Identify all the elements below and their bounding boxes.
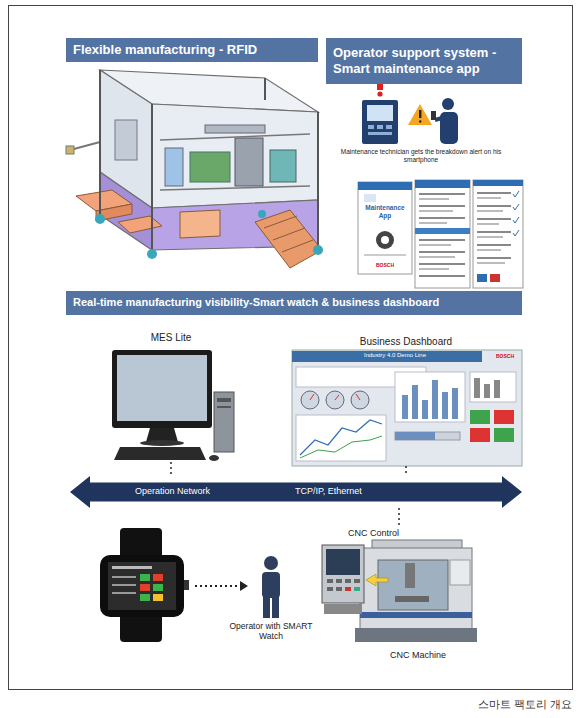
annotation-text: Maintenance technician gets the breakdow… — [338, 148, 504, 164]
brand-logo: BOSCH — [490, 353, 520, 359]
dotted-arrow — [195, 581, 248, 591]
node-heading: CNC Control — [348, 528, 438, 538]
node-heading: Business Dashboard — [290, 336, 522, 348]
node-text: Industry 4.0 Demo Line — [330, 352, 460, 359]
section-header: Operator support system - Smart maintena… — [326, 38, 522, 84]
operator: Operator with SMART Watch — [228, 550, 314, 645]
figure-frame — [9, 6, 573, 690]
person-icon — [262, 556, 280, 618]
section-header: Real-time manufacturing visibility-Smart… — [66, 291, 522, 315]
mes-computer: MES Lite — [108, 330, 234, 462]
dotted-connector — [170, 462, 172, 476]
dashboard-screen: Business DashboardIndustry 4.0 Demo Line — [290, 336, 522, 466]
network-arrow: Operation Network TCP/IP, Ethernet — [70, 476, 522, 508]
header-text: Flexible manufacturing - RFID — [73, 42, 257, 58]
dashboard-illustration — [292, 350, 522, 466]
node-heading: Operator with SMART Watch — [228, 622, 314, 642]
header-text: Operator support system - Smart maintena… — [333, 45, 515, 76]
app-screens — [358, 180, 523, 288]
double-arrow-shape — [70, 476, 522, 508]
node-text: CNC Machine — [358, 650, 478, 660]
dotted-connector — [398, 508, 400, 528]
cnc-illustration — [322, 540, 477, 642]
node-heading: Operation Network — [135, 486, 245, 496]
header-text: Real-time manufacturing visibility-Smart… — [73, 296, 439, 309]
app-title: Maintenance App — [359, 204, 411, 220]
rfid-machine — [66, 70, 323, 268]
cnc-machine: CNC ControlCNC Machine — [318, 528, 480, 664]
node-text: TCP/IP, Ethernet — [295, 486, 405, 496]
node-heading: MES Lite — [108, 332, 234, 344]
desktop-computer — [112, 350, 234, 461]
alert-icons — [362, 76, 458, 144]
dotted-connector — [405, 466, 407, 476]
smart-watch — [100, 528, 189, 642]
figure-caption: 스마트 팩토리 개요 — [360, 697, 572, 712]
brand-logo: BOSCH — [370, 262, 400, 268]
section-header: Flexible manufacturing - RFID — [66, 38, 318, 62]
